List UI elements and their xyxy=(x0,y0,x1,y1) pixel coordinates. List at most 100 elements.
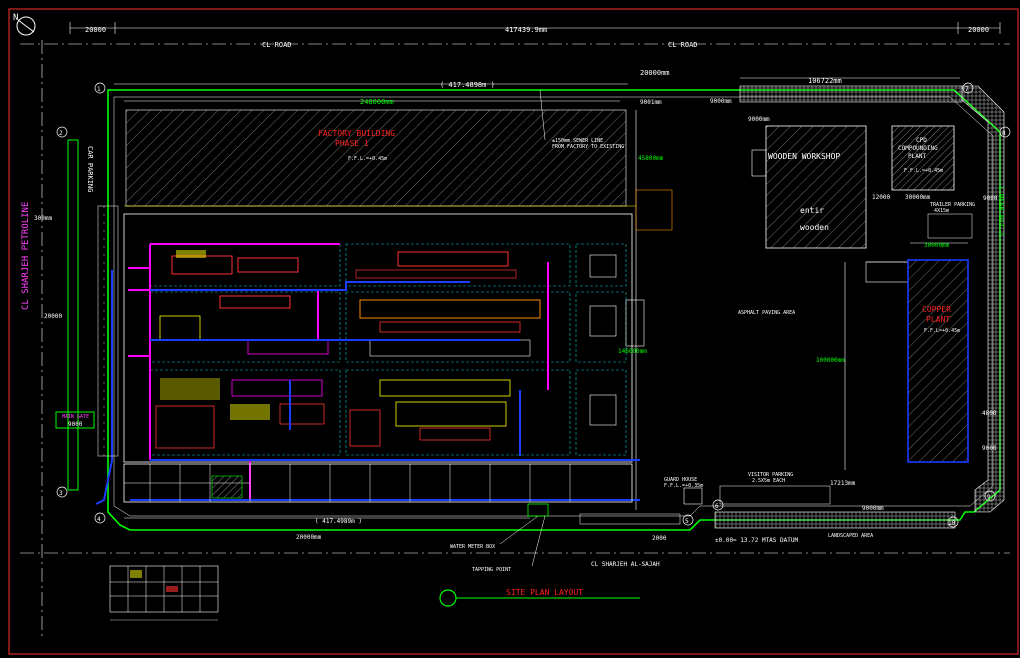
guard-house-label-2: F.F.L.=+0.35m xyxy=(664,483,703,489)
factory-floor xyxy=(123,213,633,463)
side-structure xyxy=(635,189,673,231)
copper-plant xyxy=(907,259,969,463)
visitor-parking-label-1: VISITOR PARKING xyxy=(748,472,793,478)
dim-20000-bottom: 20000mm xyxy=(296,534,322,541)
room-c3 xyxy=(575,369,627,456)
copper-label-1: COPPER xyxy=(922,305,951,314)
visitor-parking-label-2: 2.5X5m EACH xyxy=(752,478,785,484)
dim-417-bottom: ( 417.4989m ) xyxy=(315,518,362,525)
guard-house xyxy=(683,487,703,505)
sewer-note-1: ±150mm SEWER LINE xyxy=(552,138,603,144)
sheet-frame xyxy=(8,8,1019,655)
site-boundary-inner xyxy=(113,96,994,517)
dim-300: 300mm xyxy=(34,215,52,222)
equipment-layout xyxy=(155,250,645,449)
site-plan-label: SITE PLAN LAYOUT xyxy=(506,588,583,597)
dim-170: ( 170.093m ) xyxy=(998,185,1006,236)
dim-30000-cpd: 30000mm xyxy=(905,194,931,201)
main-gate-dim: 9000 xyxy=(68,421,83,428)
datum-label: ±0.00= 13.72 MTAS DATUM xyxy=(715,537,798,544)
corner-label-6: 6 xyxy=(715,503,719,510)
road-label-top-left: CL ROAD xyxy=(262,41,292,49)
room-b1 xyxy=(345,243,571,287)
dim-top-right: 20000 xyxy=(968,26,989,34)
cpd-plant xyxy=(891,125,955,191)
main-gate-label: MAIN GATE xyxy=(62,414,89,420)
office-rooms xyxy=(124,464,571,502)
dim-9000-bottom: 9000mm xyxy=(862,505,884,512)
landscape-strip-bottom xyxy=(714,511,956,529)
dim-30000-copper: 30000mm xyxy=(924,242,950,249)
copper-annex xyxy=(865,261,909,283)
water-meter-leader xyxy=(499,515,539,545)
water-meter-label: WATER METER BOX xyxy=(450,544,495,550)
dim-146: 146000mm xyxy=(618,348,647,355)
car-parking-label: CAR PARKING xyxy=(86,146,94,192)
dim-4800: 4800 xyxy=(982,410,997,417)
factory-ffl: F.F.L.=+0.45m xyxy=(348,156,387,162)
dim-20000-left: 20000 xyxy=(44,313,62,320)
west-boundary-strip xyxy=(67,139,79,491)
workshop-text-2: wooden xyxy=(800,223,829,232)
corner-label-2: 2 xyxy=(59,130,63,137)
factory-building-phase1 xyxy=(125,109,627,207)
blue-piping xyxy=(95,270,640,505)
corner-label-5: 5 xyxy=(685,518,689,525)
parking-lot xyxy=(97,205,119,457)
top-dimension: 20000 417439.9mm 20000 xyxy=(69,22,1001,34)
wooden-workshop xyxy=(765,125,867,249)
corner-label-1: 1 xyxy=(97,86,101,93)
room-c1 xyxy=(575,243,627,287)
tapping-leader xyxy=(531,515,546,567)
copper-ffl: F.F.L=+0.45m xyxy=(924,328,960,334)
sewer-leader xyxy=(539,89,546,141)
copper-label-2: PLANT xyxy=(926,315,950,324)
trailer-parking xyxy=(927,213,973,239)
landscape-strip-top xyxy=(739,85,963,103)
cpd-label-2: COMPOUNDING xyxy=(898,145,938,152)
inset-detail xyxy=(109,565,219,621)
dim-9001: 9001mm xyxy=(640,99,662,106)
dim-9000-ws: 9000mm xyxy=(748,116,770,123)
dim-248: 248000mm xyxy=(360,98,394,106)
factory-title-2: PHASE 1 xyxy=(335,139,369,148)
dim-inner-top: ( 417.4898m ) xyxy=(440,81,495,89)
road-label-bottom: CL SHARJEH AL-SAJAH xyxy=(591,561,660,568)
dim-100: 100000mm xyxy=(816,357,845,364)
room-b3 xyxy=(345,369,571,456)
sewer-note-2: FROM FACTORY TO EXISTING xyxy=(552,144,624,150)
landscaped-label: LANDSCAPED AREA xyxy=(828,533,873,539)
cpd-label-3: PLANT xyxy=(908,153,926,160)
cpd-label-1: CPD xyxy=(916,137,927,144)
dim-106: 106722mm xyxy=(808,77,842,85)
dim-top-left: 20000 xyxy=(85,26,106,34)
dim-top-mid: 417439.9mm xyxy=(505,26,547,34)
dim-20000-right: 20000mm xyxy=(640,69,670,77)
wooden-workshop-label: WOODEN WORKSHOP xyxy=(768,152,840,161)
corner-label-3: 3 xyxy=(59,490,63,497)
main-gate xyxy=(55,411,95,429)
tapping-label: TAPPING POINT xyxy=(472,567,511,573)
magenta-piping xyxy=(128,243,549,500)
room-b2 xyxy=(345,291,571,363)
north-arrow: N xyxy=(13,13,36,36)
petroline-label: CL SHARJEH PETROLINE xyxy=(21,202,31,310)
cpd-ffl: F.F.L.=+0.45m xyxy=(904,168,943,174)
road-label-top-right: CL ROAD xyxy=(668,41,698,49)
dim-2000: 2000 xyxy=(652,535,667,542)
north-label: N xyxy=(13,13,18,23)
trailer-label-2: 4X15m xyxy=(934,208,949,214)
workshop-text-1: entir xyxy=(800,206,824,215)
dim-17213: 17213mm xyxy=(830,480,856,487)
dim-9000-right: 9000mm xyxy=(710,98,732,105)
dim-9000-r2: 9000 xyxy=(982,445,997,452)
visitor-parking xyxy=(719,485,831,505)
water-meter-box xyxy=(527,503,549,517)
dim-12000: 12000 xyxy=(872,194,890,201)
dim-45800: 45800mm xyxy=(638,155,664,162)
room-a2 xyxy=(149,291,341,363)
office-green-area xyxy=(211,475,243,499)
corner-label-4: 4 xyxy=(97,516,101,523)
asphalt-label: ASPHALT PAVING AREA xyxy=(738,310,795,316)
